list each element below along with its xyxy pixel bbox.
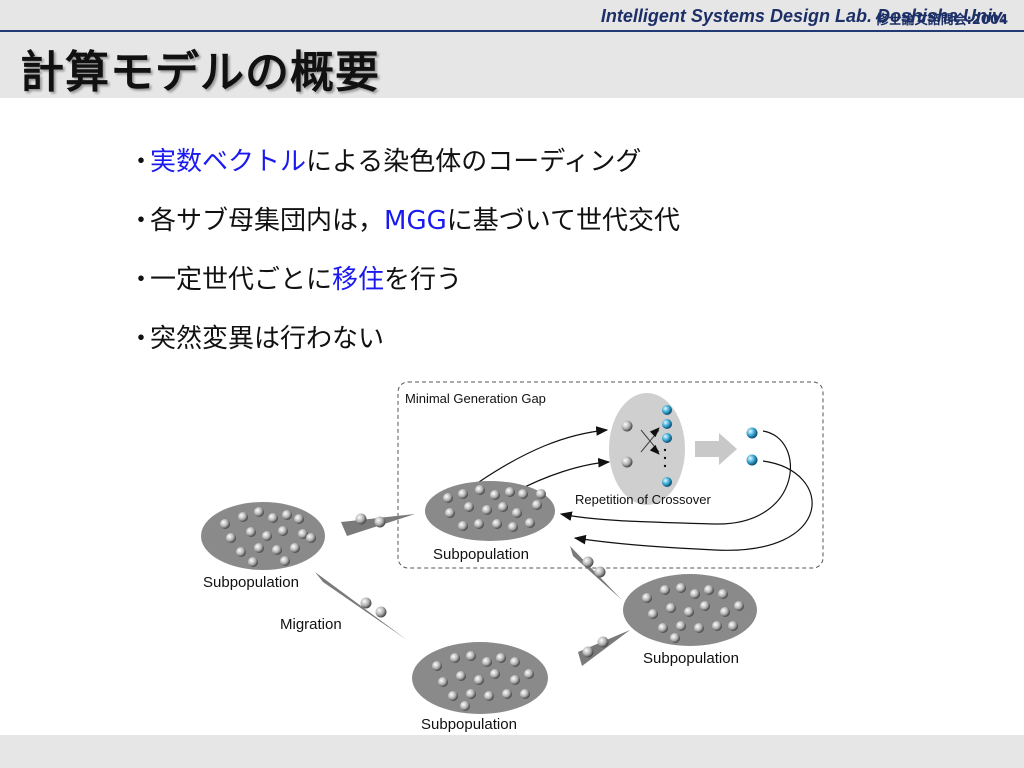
header-bar xyxy=(0,0,1024,98)
selected-offspring xyxy=(746,427,758,439)
bullet-text: 突然変異は行わない xyxy=(150,324,385,354)
bullet-marker: ・ xyxy=(128,147,155,177)
slide-title: 計算モデルの概要 xyxy=(20,47,380,98)
bullet-text: に基づいて世代交代 xyxy=(446,206,680,236)
return-arrow xyxy=(573,460,813,551)
mgg-frame xyxy=(397,381,824,569)
selected-offspring xyxy=(746,454,758,466)
bullet-item: ・各サブ母集団内は，MGGに基づいて世代交代 xyxy=(128,199,680,258)
subpopulation-label: Subpopulation xyxy=(203,574,299,591)
bullet-highlight: 移住 xyxy=(332,265,385,295)
header-rule xyxy=(0,30,1024,32)
migrants xyxy=(355,513,609,658)
event-label: 修士論文諮問会:2004 xyxy=(875,13,1008,28)
parent-selection-arrow xyxy=(478,426,609,483)
bullet-text: 一定世代ごとに xyxy=(150,265,333,295)
selection-arrow xyxy=(695,433,737,465)
subpopulation: Subpopulation xyxy=(623,574,757,667)
bullet-marker: ・ xyxy=(128,324,155,354)
bullet-text: による染色体のコーディング xyxy=(306,147,642,177)
subpopulation-label: Subpopulation xyxy=(433,546,529,563)
mgg-label: Minimal Generation Gap xyxy=(405,391,546,406)
footer-bar xyxy=(0,735,1024,768)
bullet-text: を行う xyxy=(384,265,463,295)
subpopulation: Subpopulation xyxy=(201,502,325,591)
migration-wedge xyxy=(578,630,630,666)
bullet-list: ・実数ベクトルによる染色体のコーディング ・各サブ母集団内は，MGGに基づいて世… xyxy=(128,140,680,376)
subpopulation-label: Subpopulation xyxy=(421,716,517,733)
bullet-item: ・突然変異は行わない xyxy=(128,317,680,376)
bullet-text: 各サブ母集団内は， xyxy=(150,206,385,236)
return-arrow xyxy=(559,430,792,525)
crossover-pool xyxy=(609,393,685,505)
crossover-label: Repetition of Crossover xyxy=(575,492,712,507)
subpopulation-label: Subpopulation xyxy=(643,650,739,667)
bullet-highlight: 実数ベクトル xyxy=(150,147,307,177)
bullet-marker: ・ xyxy=(128,265,155,295)
footer-lab-name: Intelligent Systems Design Lab. Doshisha… xyxy=(600,6,1006,26)
ga-model-diagram: Minimal Generation Gap Repe xyxy=(201,381,824,733)
bullet-item: ・一定世代ごとに移住を行う xyxy=(128,258,680,317)
bullet-item: ・実数ベクトルによる染色体のコーディング xyxy=(128,140,680,199)
migration-label: Migration xyxy=(280,616,342,633)
migration-wedge xyxy=(315,572,407,640)
subpopulation: Subpopulation xyxy=(412,642,548,733)
bullet-marker: ・ xyxy=(128,206,155,236)
crossover-individuals xyxy=(621,405,672,487)
bullet-highlight: MGG xyxy=(384,206,447,236)
subpopulation: Subpopulation xyxy=(425,481,555,563)
